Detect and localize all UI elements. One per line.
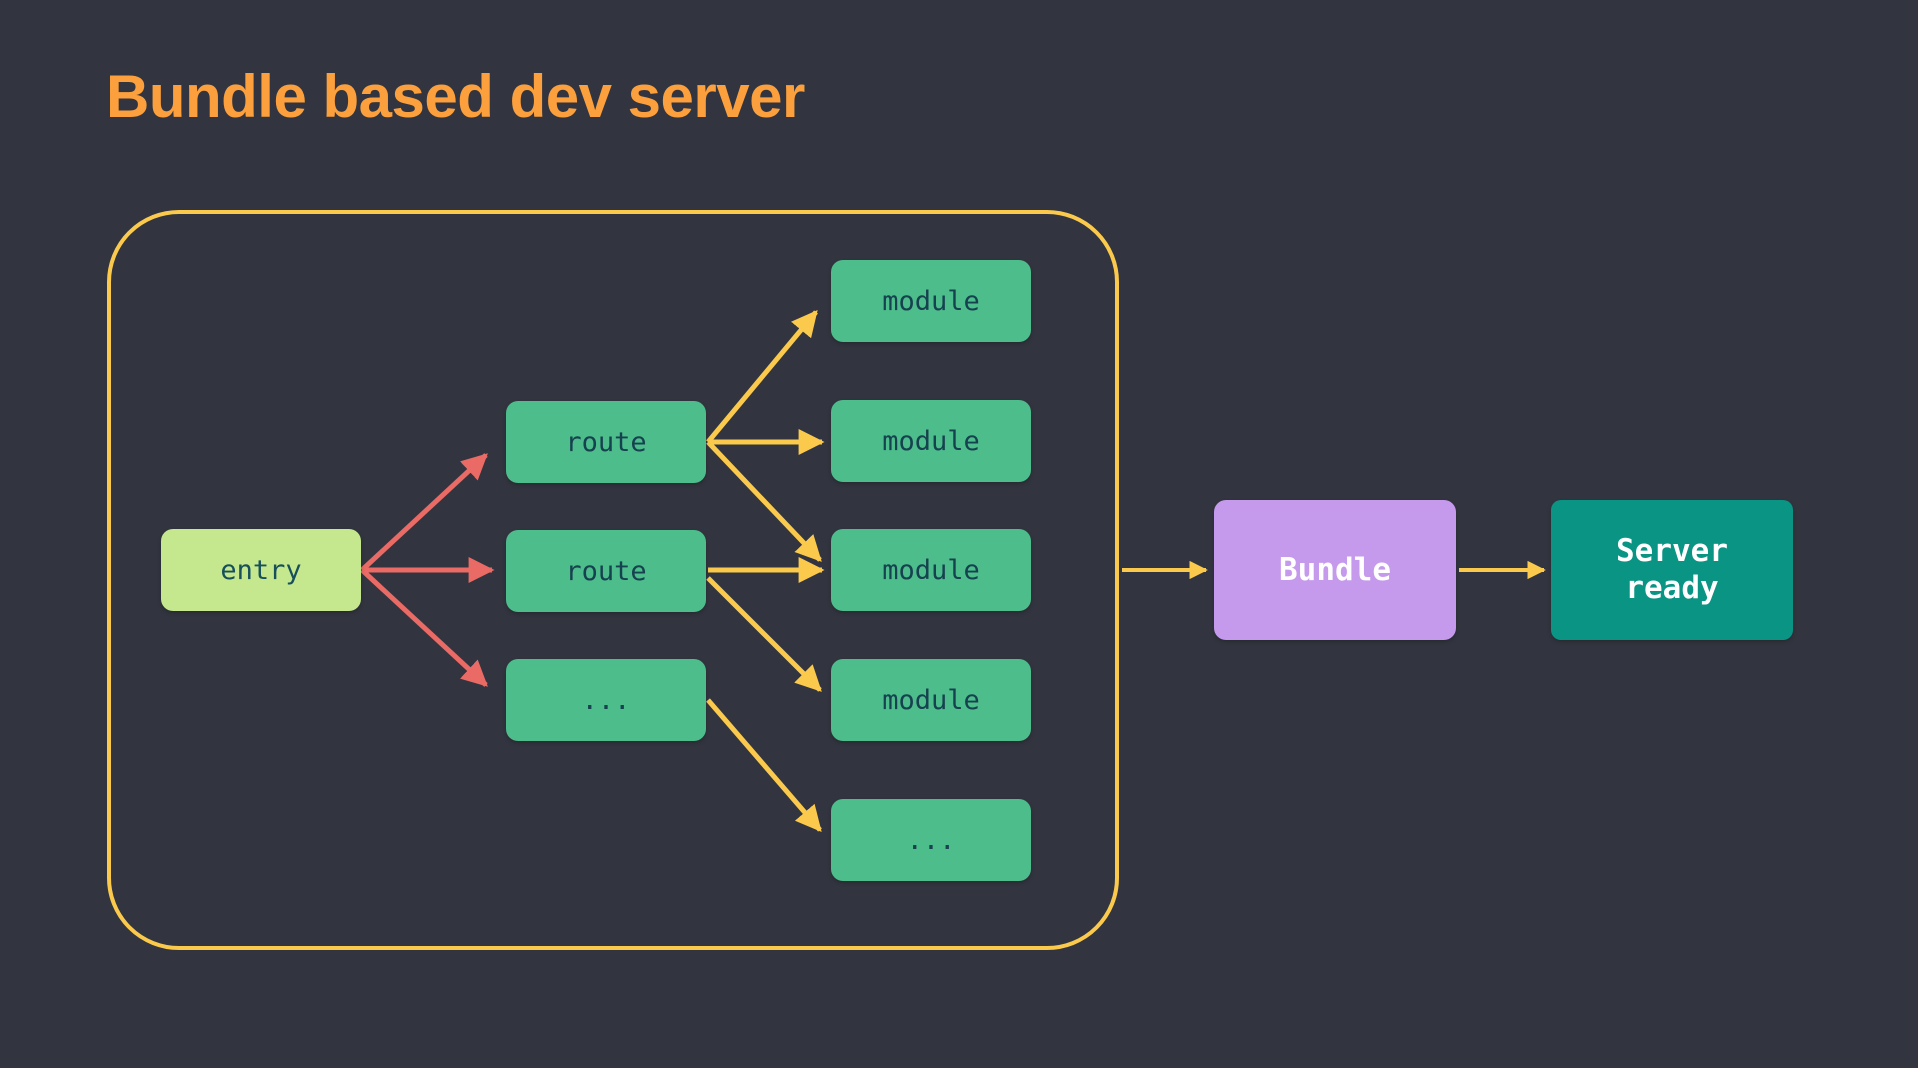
node-module-ellipsis-label: ... [906, 824, 956, 856]
node-route-2-label: route [565, 555, 647, 587]
node-module-3[interactable]: module [831, 529, 1031, 611]
node-entry-label: entry [220, 554, 302, 586]
node-module-1-label: module [882, 285, 980, 317]
node-server-ready-label-line1: Server [1616, 533, 1728, 570]
node-route-ellipsis-label: ... [581, 684, 631, 716]
node-module-1[interactable]: module [831, 260, 1031, 342]
page-title: Bundle based dev server [106, 63, 805, 130]
node-server-ready[interactable]: Server ready [1551, 500, 1793, 640]
node-bundle-label: Bundle [1279, 552, 1391, 588]
dev-server-group-container [107, 210, 1119, 950]
node-route-ellipsis[interactable]: ... [506, 659, 706, 741]
node-module-4[interactable]: module [831, 659, 1031, 741]
node-route-1[interactable]: route [506, 401, 706, 483]
node-module-2[interactable]: module [831, 400, 1031, 482]
node-bundle[interactable]: Bundle [1214, 500, 1456, 640]
node-route-1-label: route [565, 426, 647, 458]
node-entry[interactable]: entry [161, 529, 361, 611]
node-module-4-label: module [882, 684, 980, 716]
node-module-ellipsis[interactable]: ... [831, 799, 1031, 881]
node-module-3-label: module [882, 554, 980, 586]
node-server-ready-label-line2: ready [1625, 570, 1719, 606]
node-module-2-label: module [882, 425, 980, 457]
node-route-2[interactable]: route [506, 530, 706, 612]
